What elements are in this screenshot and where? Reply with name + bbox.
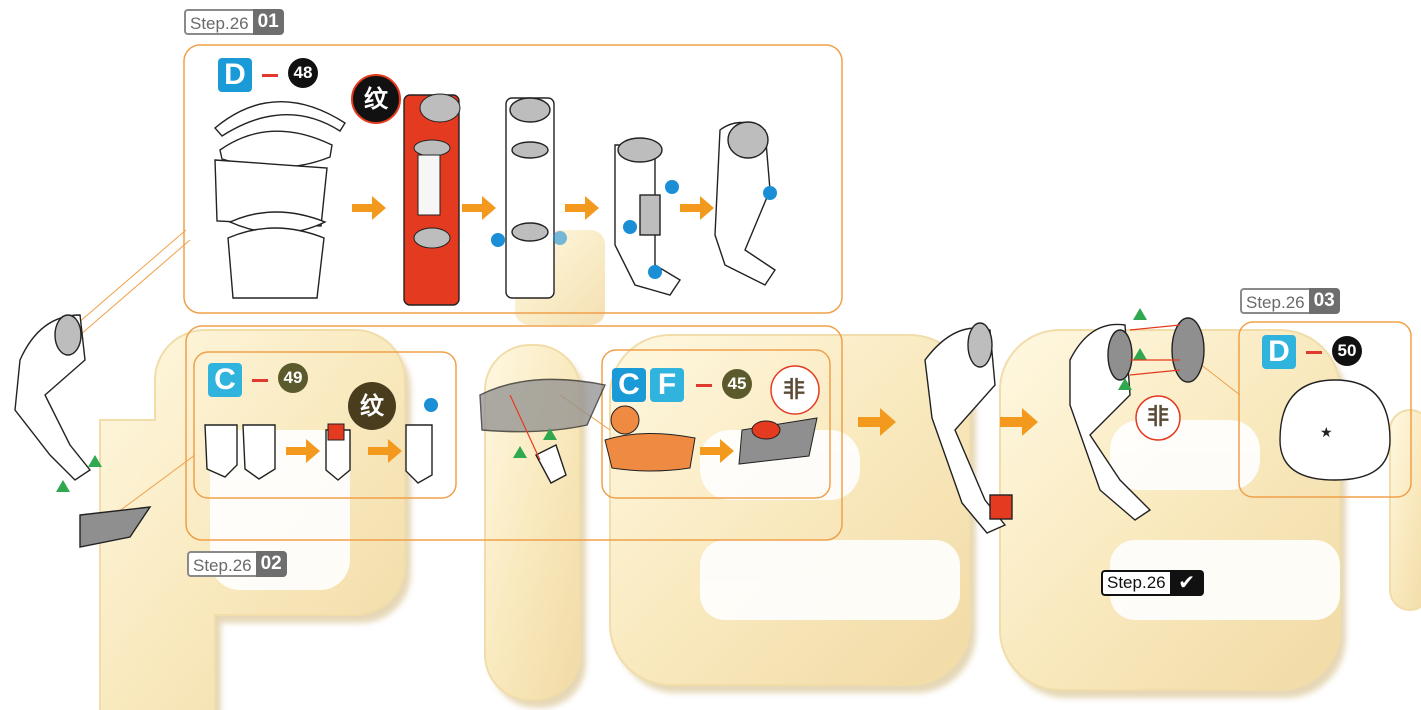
part-letter-d: D: [1262, 335, 1296, 369]
part-dash: [1306, 351, 1322, 354]
texture-mark: 纹: [348, 382, 396, 430]
part-number-49: 49: [278, 363, 308, 393]
step-tag-01: Step.26 01: [184, 9, 284, 35]
part-letter-f: F: [650, 368, 684, 402]
watermark: [100, 230, 1421, 710]
step-label: Step.26: [1240, 288, 1309, 314]
flat-parts-d48: [215, 102, 345, 298]
arm-bending-assembly: [615, 138, 680, 295]
step-number: 01: [253, 9, 284, 35]
arm-white-assembly: [506, 98, 554, 298]
part-letter-c: C: [612, 368, 646, 402]
part-letter-d: D: [218, 58, 252, 92]
part-dash: [262, 74, 278, 77]
step-tag-02: Step.26 02: [187, 551, 287, 577]
step-number: 02: [256, 551, 287, 577]
star-icon: ★: [1320, 425, 1333, 441]
part-number-50: 50: [1332, 336, 1362, 366]
part-number-45: 45: [722, 369, 752, 399]
part-dash: [252, 379, 268, 382]
part-letter-c: C: [208, 363, 242, 397]
check-icon: ✔: [1170, 570, 1204, 596]
arm-complete-assembly: [715, 122, 775, 285]
part-number-48: 48: [288, 58, 318, 88]
helmet-part-d50: [1280, 380, 1390, 480]
arm-red-assembly: [404, 94, 460, 305]
non-texture-mark: 非: [772, 369, 816, 413]
step-number: 03: [1309, 288, 1340, 314]
hand-red-detail: [328, 424, 344, 440]
step-label: Step.26: [187, 551, 256, 577]
part-dash: [696, 384, 712, 387]
non-texture-mark: 非: [1137, 397, 1179, 439]
texture-mark: 纹: [351, 74, 401, 124]
step-label: Step.26: [1101, 570, 1170, 596]
step-tag-03: Step.26 03: [1240, 288, 1340, 314]
step-complete-tag: Step.26 ✔: [1101, 570, 1204, 596]
step-label: Step.26: [184, 9, 253, 35]
